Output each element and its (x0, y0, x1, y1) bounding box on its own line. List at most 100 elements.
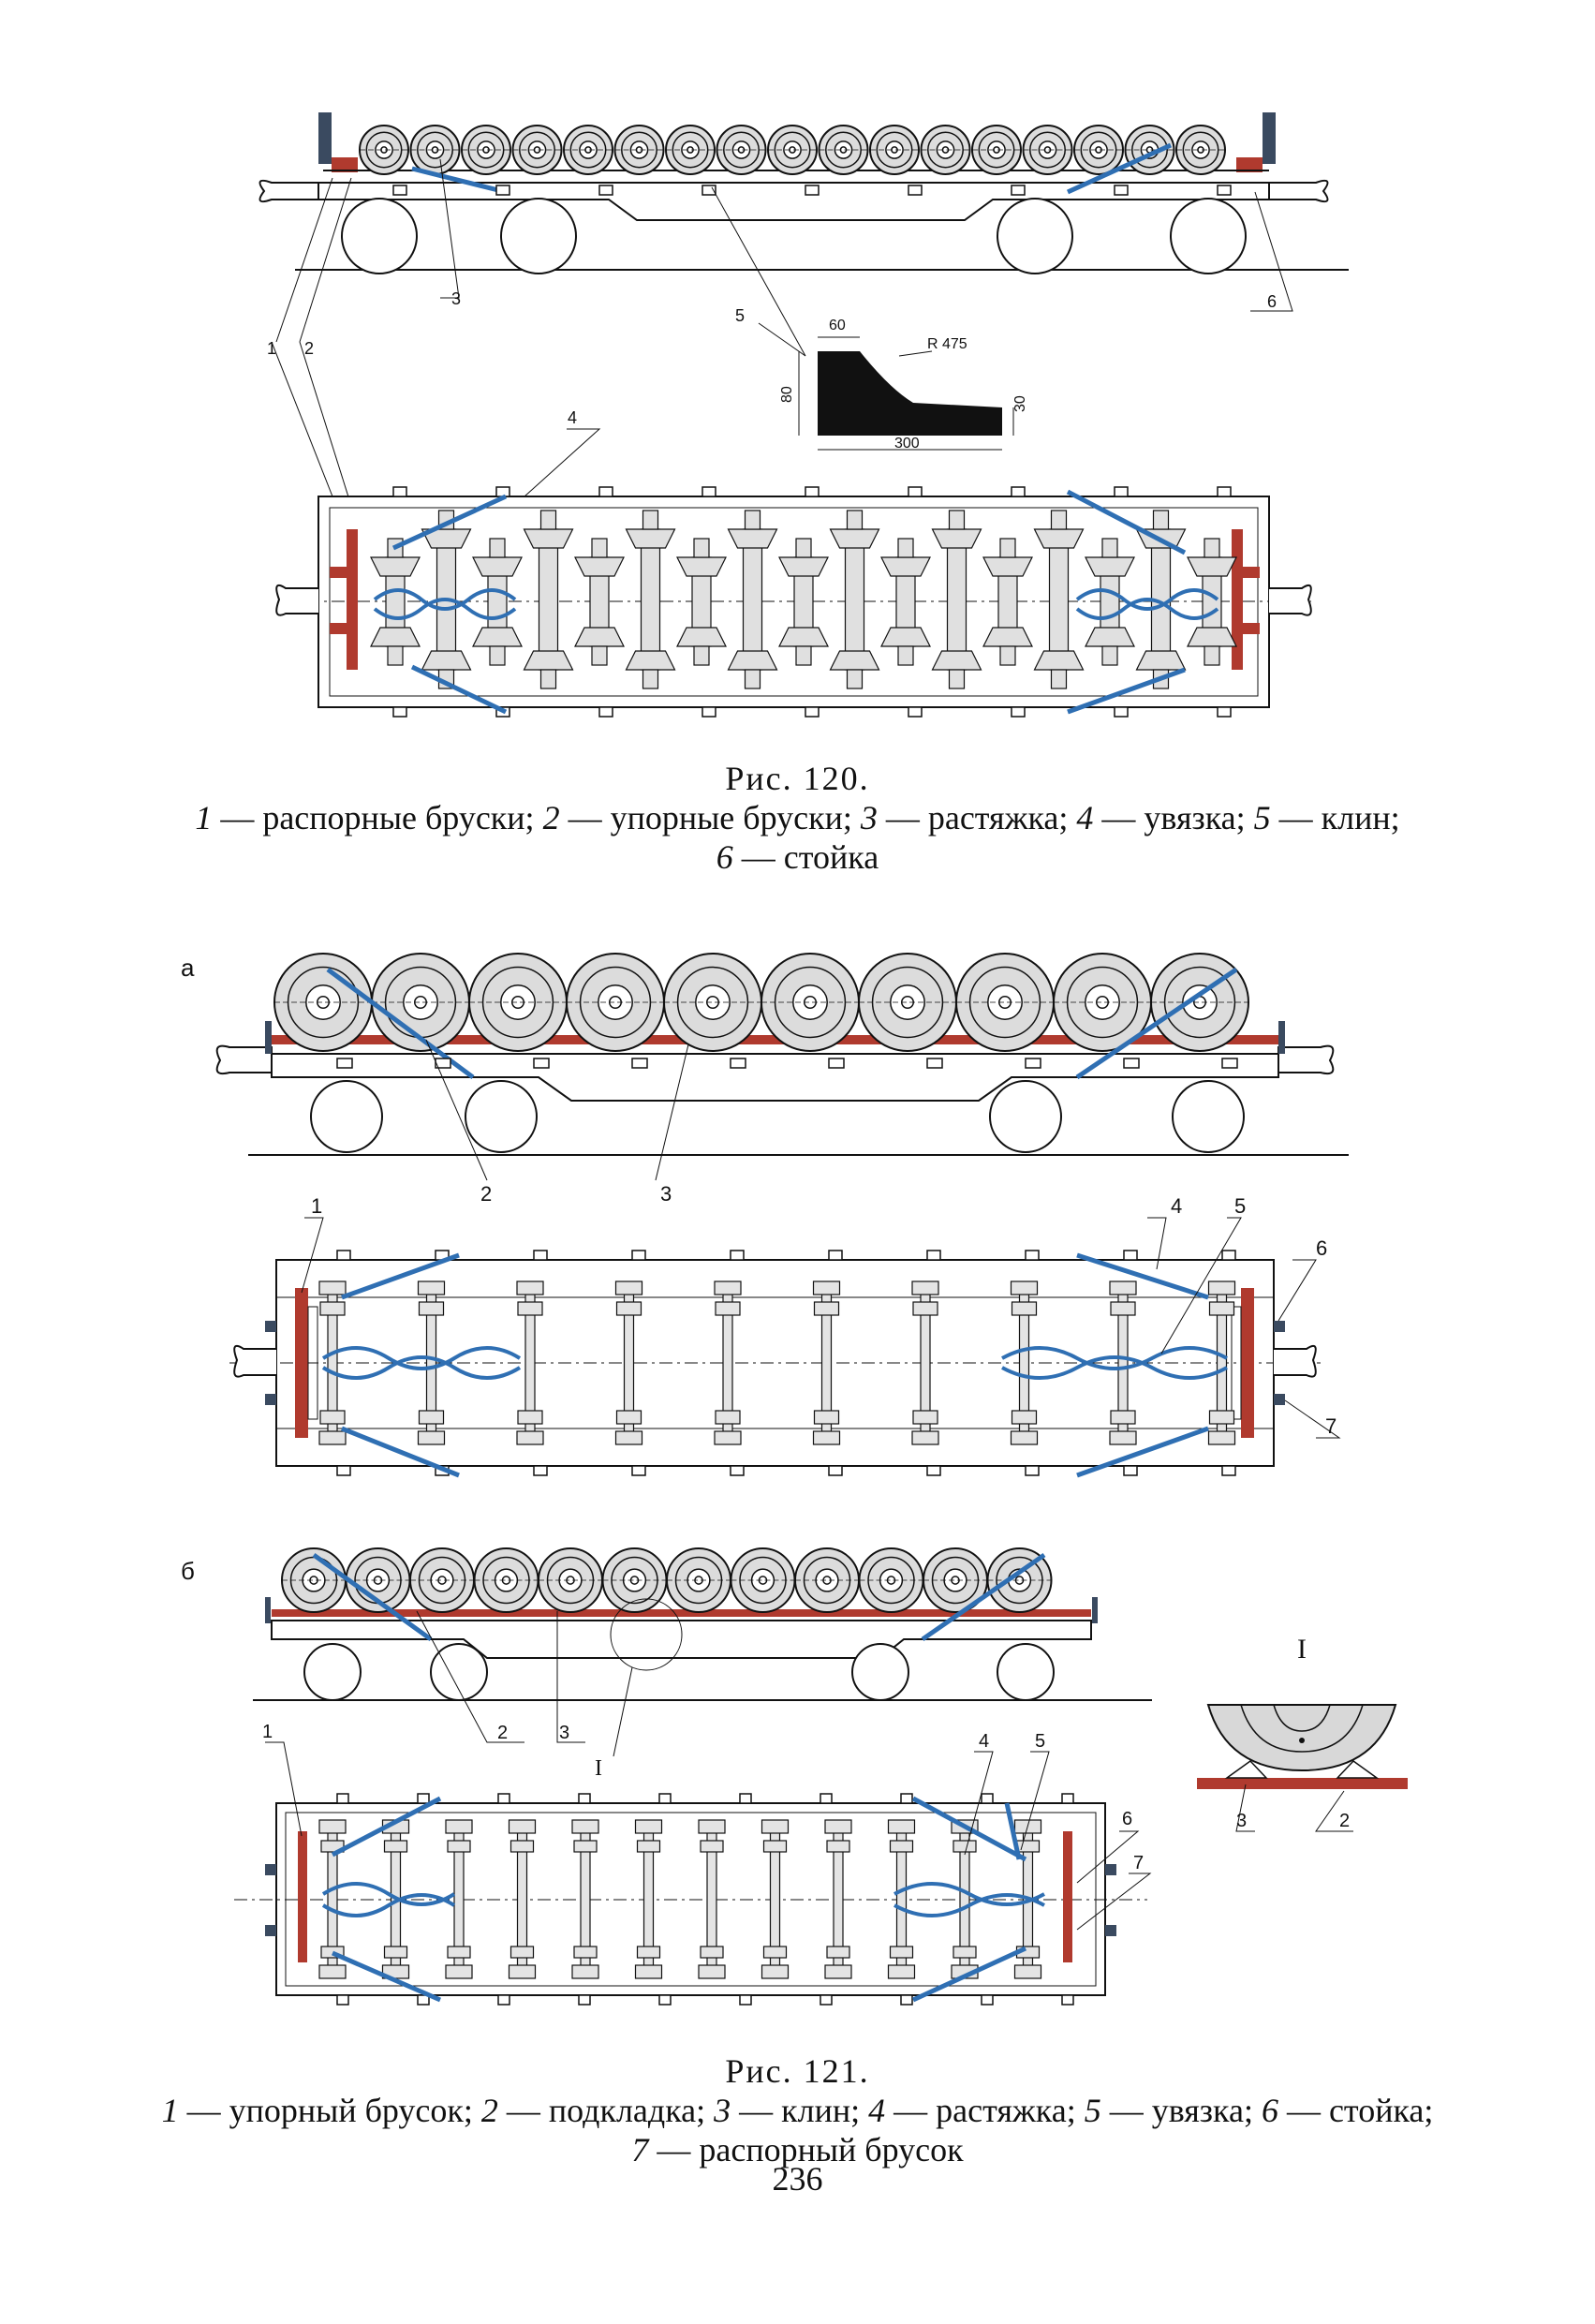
stake-pocket (631, 1058, 648, 1069)
fig120-plan-view (275, 486, 1312, 718)
axle-end (1101, 538, 1118, 558)
wheel-plan (510, 1840, 535, 1853)
wheel-plan (636, 1946, 661, 1959)
stake-pocket (1114, 706, 1129, 718)
stake-pocket (730, 1465, 745, 1476)
axle-box (417, 1430, 446, 1445)
wheel-plan (383, 1946, 408, 1959)
fig121-title: Рис. 121. (725, 2052, 870, 2090)
legend-text: — клин; (1270, 799, 1400, 836)
wheel-plan (813, 1301, 840, 1316)
stake-pocket (336, 1058, 353, 1069)
wheel-plan (1015, 1840, 1041, 1853)
legend-number: 1 (195, 799, 213, 836)
axle-box (1010, 1280, 1039, 1295)
axle-end (387, 645, 404, 666)
fig120-callout-3: 3 (451, 289, 461, 308)
fig120-wheelsets-side (359, 125, 1226, 175)
axle-box (634, 1819, 663, 1834)
stake-pocket (739, 1994, 752, 2006)
legend-text: — распорный брусок (648, 2131, 964, 2169)
stake-pocket (1221, 1058, 1238, 1069)
wheel-rim (569, 131, 607, 169)
axle-box (614, 1430, 643, 1445)
fig121a-callout-7: 7 (1325, 1414, 1337, 1438)
wheel-plan (826, 1946, 850, 1959)
axle-end (489, 538, 506, 558)
legend-text: — стойка (732, 838, 879, 876)
stake-pocket (1061, 1994, 1074, 2006)
axle-end (1050, 669, 1068, 689)
wheel-plan-bottom (1033, 650, 1085, 671)
axle-box (911, 1280, 939, 1295)
stake-pocket (805, 706, 820, 718)
wheel-plan-top (727, 528, 778, 549)
wheel-plan (912, 1410, 938, 1425)
axle (1048, 528, 1070, 671)
axle (538, 528, 559, 671)
wheel-plan (383, 1840, 408, 1853)
fig121-legend-line1: 1 — упорный брусок; 2 — подкладка; 3 — к… (0, 2091, 1595, 2130)
fig120-legend-line1: 1 — распорные бруски; 2 — упорные бруски… (0, 798, 1595, 837)
fig121b-callout-4: 4 (979, 1731, 989, 1752)
wheel-plan-top (370, 556, 421, 577)
axle-box (812, 1430, 841, 1445)
wheel-plan-top (829, 528, 880, 549)
stake-pocket (1123, 1058, 1140, 1069)
stake-pocket (1217, 706, 1232, 718)
axle-box (1207, 1430, 1236, 1445)
axle-end (846, 510, 864, 530)
axle-end (948, 510, 966, 530)
wedge-dim-length: 300 (894, 436, 920, 451)
stake-pocket (805, 185, 820, 196)
wheel-plan (700, 1840, 724, 1853)
detail-callout-2: 2 (1339, 1811, 1350, 1831)
wheel-plan (319, 1301, 346, 1316)
axle-end (846, 669, 864, 689)
axle-box (634, 1964, 663, 1979)
stake-pocket (1221, 1250, 1236, 1261)
legend-text: — распорные бруски; (212, 799, 543, 836)
stake-pocket (495, 486, 510, 497)
fig121b-callout-2: 2 (497, 1723, 508, 1743)
axle-end (999, 645, 1016, 666)
wheel-plan (715, 1301, 741, 1316)
legend-number: 2 (480, 2092, 498, 2129)
axle-end (1152, 510, 1170, 530)
wheel-rim (417, 131, 453, 169)
axle-end (1050, 510, 1068, 530)
wheel-plan-bottom (931, 650, 982, 671)
wheel-plan (573, 1946, 598, 1959)
wheel-rim (1131, 131, 1168, 169)
wheel-plan (636, 1840, 661, 1853)
wheel-plan-top (982, 556, 1033, 577)
stake-pocket (1114, 185, 1129, 196)
axle (844, 528, 865, 671)
stake-pocket (497, 1793, 510, 1804)
axle-box (318, 1280, 347, 1295)
axle-box (516, 1430, 544, 1445)
fig121a-callout-2: 2 (480, 1182, 492, 1206)
stake-pocket (900, 1994, 913, 2006)
axle-end (642, 510, 659, 530)
stake-pocket (1217, 185, 1232, 196)
stake-pocket (900, 1793, 913, 1804)
wheel-plan-bottom (727, 650, 778, 671)
fig121b-plan-view (234, 1793, 1147, 2006)
wheel-plan-top (472, 556, 523, 577)
wheel-plan (447, 1840, 471, 1853)
wheel-plan (826, 1840, 850, 1853)
axle-end (795, 645, 812, 666)
stake-pocket (495, 185, 510, 196)
wheel-plan (1011, 1301, 1038, 1316)
wheel-plan-bottom (880, 627, 931, 647)
stake-pocket (820, 1793, 833, 1804)
axle-box (445, 1819, 473, 1834)
stake-pocket (578, 1994, 591, 2006)
wheel-plan (418, 1301, 445, 1316)
fig120-callout-2: 2 (304, 339, 314, 358)
wheel-plan (517, 1410, 543, 1425)
wheel-plan-bottom (676, 627, 727, 647)
fig121-detail-I (1197, 1704, 1408, 1832)
wheel-plan (615, 1410, 642, 1425)
